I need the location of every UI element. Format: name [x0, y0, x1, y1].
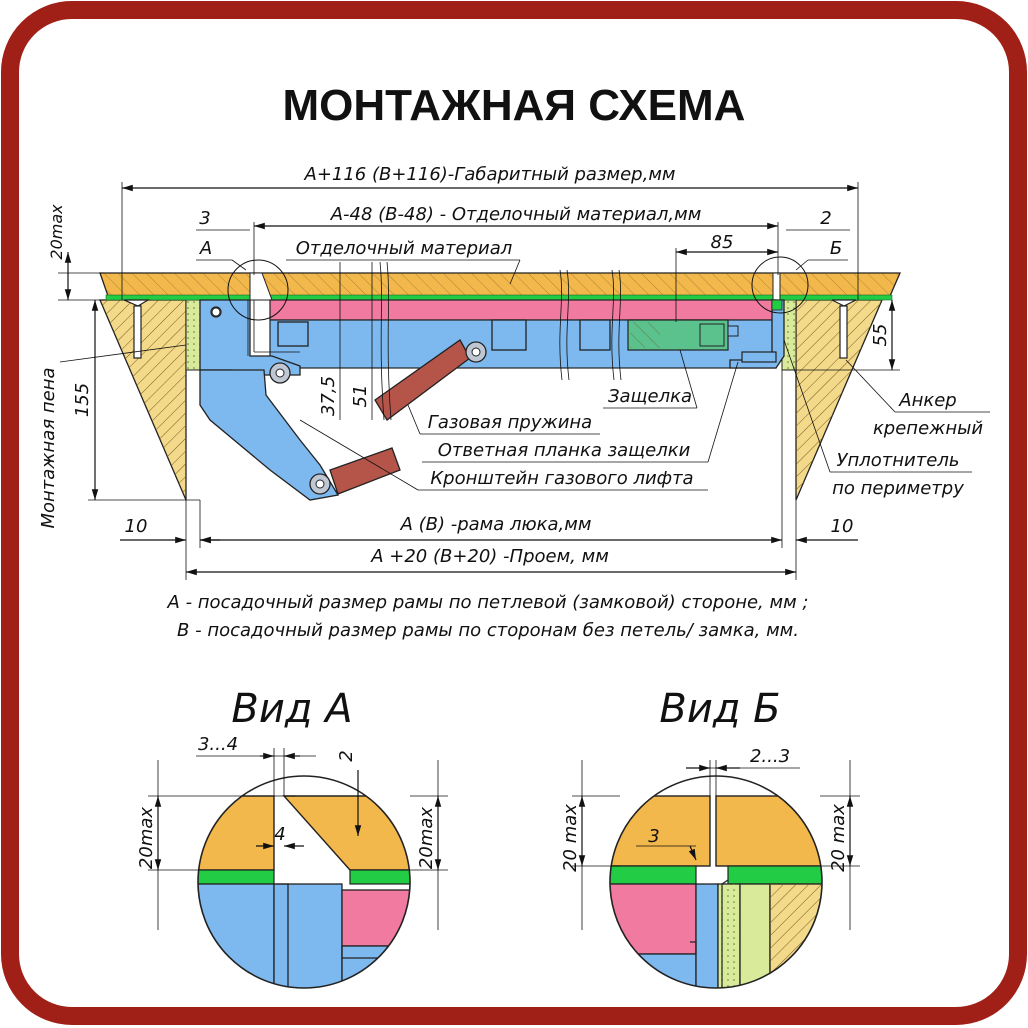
view-b-title: Вид Б: [659, 686, 780, 732]
dim-gap-left: 3: [199, 208, 210, 229]
marker-view-b: Б: [830, 238, 842, 259]
page-title: МОНТАЖНАЯ СХЕМА: [283, 81, 746, 130]
marker-view-a: А: [199, 238, 212, 259]
view-b-gap: 2...3: [750, 746, 790, 767]
dim-20max: 20max: [47, 204, 66, 260]
hinge-bracket: [199, 299, 340, 501]
view-a-d4: 4: [274, 824, 285, 845]
anchor-right: [831, 299, 857, 359]
latch: [627, 319, 739, 351]
label-gas-spring: Газовая пружина: [428, 412, 592, 433]
view-b-left-20max: 20 max: [560, 804, 581, 872]
view-b-right-20max: 20 max: [828, 804, 849, 872]
dim-10-right: 10: [831, 516, 854, 537]
label-mounting-foam: Монтажная пена: [38, 367, 59, 528]
view-a-d2: 2: [336, 750, 357, 761]
frame-right: [729, 299, 785, 369]
wall-right: [795, 299, 883, 501]
view-a-title: Вид А: [231, 686, 352, 732]
detail-circle-a: [227, 259, 289, 321]
label-bracket: Кронштейн газового лифта: [430, 468, 693, 489]
note-line-2: В - посадочный размер рамы по сторонам б…: [177, 620, 799, 641]
dim-85: 85: [711, 232, 734, 253]
gas-spring: [374, 339, 487, 421]
dim-overall: А+116 (В+116)-Габаритный размер,мм: [304, 164, 676, 185]
view-a-gap: 3...4: [198, 734, 238, 755]
note-line-1: А - посадочный размер рамы по петлевой (…: [167, 592, 809, 613]
dim-gap-right: 2: [820, 208, 831, 229]
dim-10-left: 10: [125, 516, 148, 537]
finish-layer: [99, 272, 901, 297]
label-seal-2: по периметру: [832, 478, 964, 499]
section-drawing: [99, 256, 901, 501]
detail-view-a: Вид А: [136, 686, 448, 989]
dimension-lines: [58, 182, 990, 580]
dim-51: 51: [350, 385, 371, 408]
anchor-left: [123, 299, 151, 359]
wall-left: [99, 299, 187, 501]
label-anchor-2: крепежный: [873, 418, 983, 439]
label-finish-material: Отделочный материал: [296, 238, 513, 259]
detail-circle-b: [751, 256, 809, 314]
label-strike-plate: Ответная планка защелки: [438, 440, 691, 461]
label-anchor-1: Анкер: [898, 390, 956, 411]
label-seal-1: Уплотнитель: [837, 450, 960, 471]
gas-spring-lower: [309, 447, 401, 495]
view-a-left-20max: 20max: [136, 807, 157, 869]
label-latch: Защелка: [608, 386, 692, 407]
view-a-right-20max: 20max: [416, 807, 437, 869]
finish-gap-right: [772, 272, 781, 301]
dim-37-5: 37,5: [318, 376, 339, 416]
dim-155: 155: [72, 383, 93, 417]
hatch-panel-pink: [269, 299, 777, 321]
dim-finish-size: А-48 (В-48) - Отделочный материал,мм: [330, 204, 702, 225]
dim-opening: А +20 (В+20) -Проем, мм: [370, 546, 609, 567]
dim-frame-size: А (В) -рама люка,мм: [400, 514, 592, 535]
dim-55: 55: [870, 324, 891, 347]
view-b-d3: 3: [648, 826, 659, 847]
detail-view-b: Вид Б: [560, 686, 860, 989]
